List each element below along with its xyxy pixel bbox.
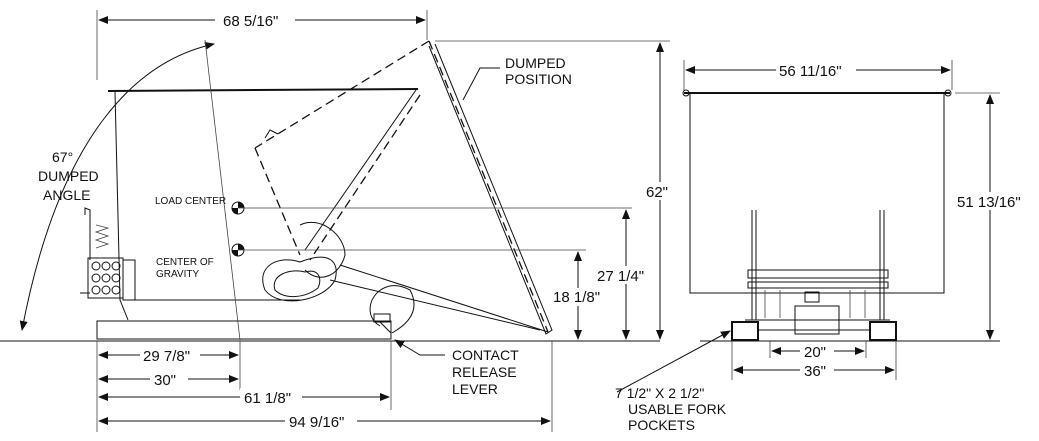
dim-29-7-8-label: 29 7/8" [143,348,190,365]
dim-62-label: 62" [646,184,668,201]
dim-height-62 [435,40,676,340]
dumped-position-line1: DUMPED [505,55,566,71]
rocker-arms [262,221,415,334]
contact-release-lever-callout: CONTACT RELEASE LEVER [394,339,519,397]
dim-94-9-16-label: 94 9/16" [289,414,344,431]
lever-line1: CONTACT [452,347,519,363]
dim-cog-height [551,251,607,340]
load-center-marker [231,201,632,215]
fork-pockets [731,321,897,341]
cog-label-line1: CENTER OF [156,257,214,268]
angle-angle-word: ANGLE [43,187,90,203]
load-center-label: LOAD CENTER [155,196,226,207]
dumped-position-line2: POSITION [505,71,572,87]
lever-line2: RELEASE [452,364,517,380]
dim-36-label: 36" [804,363,826,380]
latch-mechanism [80,207,136,301]
dim-30-label: 30" [154,372,176,389]
cog-label-line2: GRAVITY [156,269,199,280]
dim-top-width [96,10,428,80]
dim-front-height [955,92,1027,340]
dim-18-1-8-label: 18 1/8" [553,289,600,306]
hopper-dumped-outline [254,40,553,335]
front-frame [745,210,890,335]
base-frame [96,313,392,340]
fork-pockets-callout: 7 1/2" X 2 1/2" USABLE FORK POCKETS [615,330,731,433]
angle-dumped-word: DUMPED [38,168,99,184]
fork-pocket-line2: USABLE FORK [628,401,727,417]
dim-56-11-16-label: 56 11/16" [779,63,842,80]
fork-pocket-line3: POCKETS [628,417,695,433]
angle-value: 67° [52,149,73,165]
dim-20-label: 20" [804,344,826,361]
dim-61-1-8-label: 61 1/8" [244,390,291,407]
angle-reference-line [204,39,241,341]
lever-line3: LEVER [452,381,498,397]
dim-front-width [683,60,953,90]
side-view: 68 5/16" 62" 27 1/4" 18 1/8" [0,10,676,432]
dim-lower-set [96,341,553,432]
dumped-angle-arc [19,41,215,331]
center-of-gravity-marker [231,243,586,257]
dim-27-1-4-label: 27 1/4" [597,268,644,285]
dumped-angle-label: 67° DUMPED ANGLE [38,149,99,203]
dim-load-center-height [594,209,652,340]
front-hopper-body [682,89,952,294]
fork-pocket-line1: 7 1/2" X 2 1/2" [615,385,704,401]
front-view: 56 11/16" 51 13/16" 20" 36" 7 1/2" X 2 1… [615,60,1027,433]
dim-pocket-spacing [731,341,897,380]
dim-68-5-16-label: 68 5/16" [223,13,278,30]
dim-51-13-16-label: 51 13/16" [957,194,1021,211]
dumped-position-callout: DUMPED POSITION [462,55,572,101]
